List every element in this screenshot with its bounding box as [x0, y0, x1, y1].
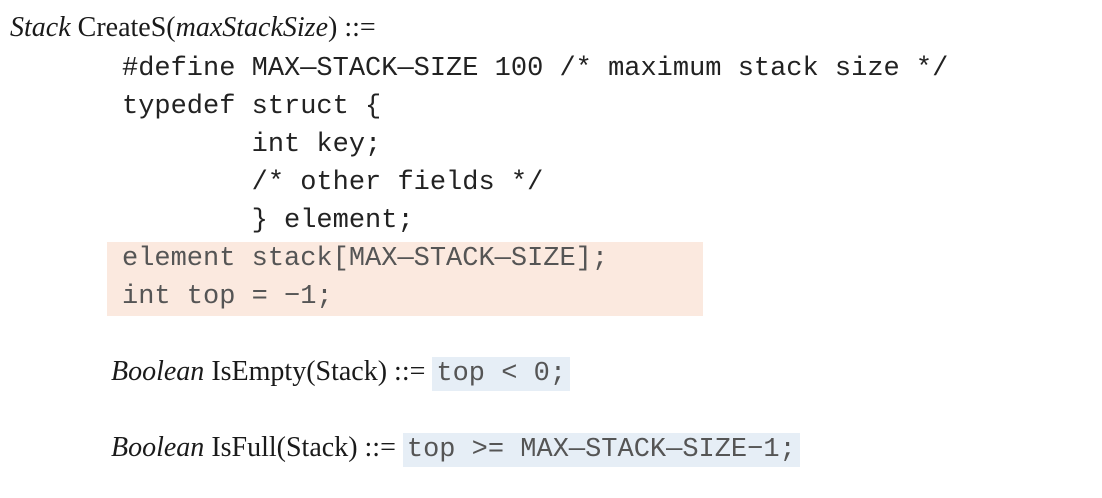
create-stack-signature: Stack CreateS(maxStackSize) ::= [10, 14, 376, 42]
is-full-definition: Boolean IsFull(Stack) ::= top >= MAX—STA… [111, 432, 800, 467]
is-empty-signature: IsEmpty(Stack) ::= [204, 356, 426, 387]
return-type: Stack [10, 12, 71, 43]
is-full-return-type: Boolean [111, 432, 205, 463]
code-line-element: } element; [122, 206, 414, 236]
function-name: CreateS( [77, 12, 176, 43]
is-empty-return-type: Boolean [111, 356, 205, 387]
signature-suffix: ) ::= [328, 12, 376, 43]
stack-declaration-highlight [107, 242, 703, 316]
code-line-typedef: typedef struct { [122, 92, 382, 122]
parameter-name: maxStackSize [175, 12, 328, 43]
code-line-key: int key; [122, 130, 382, 160]
code-line-stack-array: element stack[MAX—STACK—SIZE]; [122, 244, 609, 274]
is-empty-code: top < 0; [432, 357, 571, 391]
code-line-comment: /* other fields */ [122, 168, 544, 198]
code-line-define: #define MAX—STACK—SIZE 100 /* maximum st… [122, 54, 949, 84]
is-full-code: top >= MAX—STACK—SIZE−1; [402, 433, 800, 467]
code-line-top-init: int top = −1; [122, 282, 333, 312]
is-empty-definition: Boolean IsEmpty(Stack) ::= top < 0; [111, 356, 571, 391]
is-full-signature: IsFull(Stack) ::= [204, 432, 396, 463]
